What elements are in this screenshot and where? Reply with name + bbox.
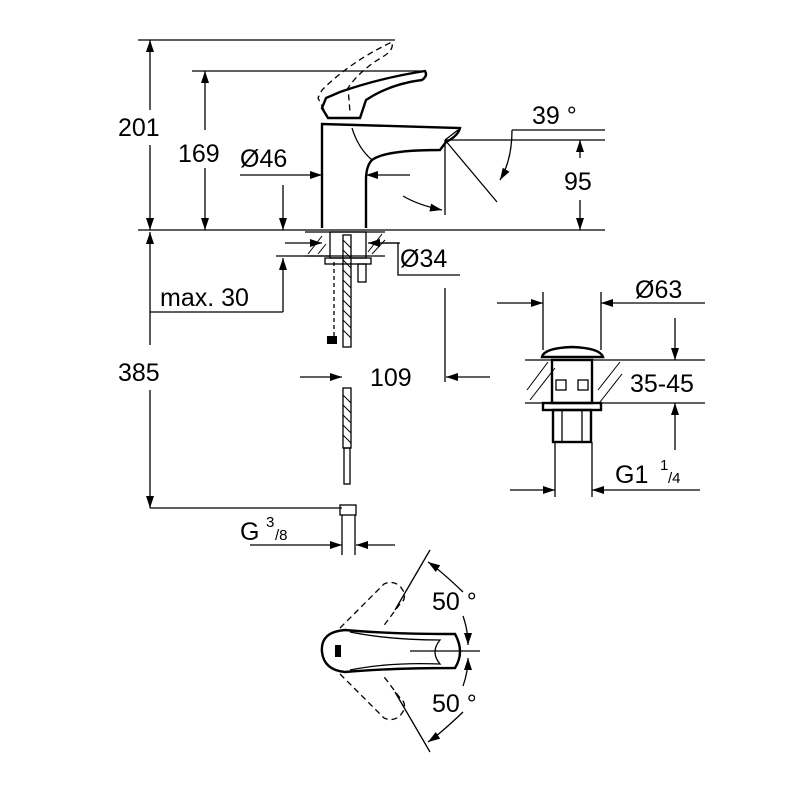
label-body-diameter: Ø46	[240, 145, 287, 173]
handle-right-position	[339, 673, 406, 721]
dimension-lines	[146, 40, 605, 549]
tap-body	[320, 122, 462, 228]
dimension-labels: 201 169 Ø46 39 ° 95 Ø34 max. 30 385 109 …	[118, 102, 694, 718]
label-total-height: 201	[118, 114, 160, 142]
label-spout-angle: 39 °	[532, 102, 577, 130]
label-waste-diameter: Ø63	[635, 276, 682, 304]
label-hose-length: 385	[118, 359, 160, 387]
chain-weight	[327, 336, 337, 344]
waste-cap	[540, 345, 605, 359]
label-max-thickness: max. 30	[160, 284, 249, 312]
label-rotation-left: 50 °	[432, 588, 477, 616]
label-hose-thread-den: /8	[275, 527, 288, 544]
label-waste-thickness: 35-45	[630, 370, 694, 398]
label-hose-thread-num: 3	[266, 514, 274, 531]
label-hose-thread: G	[240, 518, 259, 546]
flexible-hose	[339, 234, 357, 555]
label-spout-reach: 109	[370, 364, 412, 392]
label-waste-thread: G1	[615, 461, 648, 489]
lever-handle	[320, 69, 428, 120]
lever-raised-position	[317, 41, 393, 113]
handle-top-view	[320, 549, 480, 753]
label-spout-height: 95	[564, 168, 592, 196]
label-waste-thread-den: /4	[668, 470, 681, 487]
pop-up-waste	[497, 292, 705, 497]
label-handle-height: 169	[178, 140, 220, 168]
deck-section	[305, 231, 386, 283]
label-waste-thread-num: 1	[660, 457, 668, 474]
label-rotation-right: 50 °	[432, 690, 477, 718]
label-shank-diameter: Ø34	[400, 245, 447, 273]
handle-left-position	[339, 581, 406, 629]
